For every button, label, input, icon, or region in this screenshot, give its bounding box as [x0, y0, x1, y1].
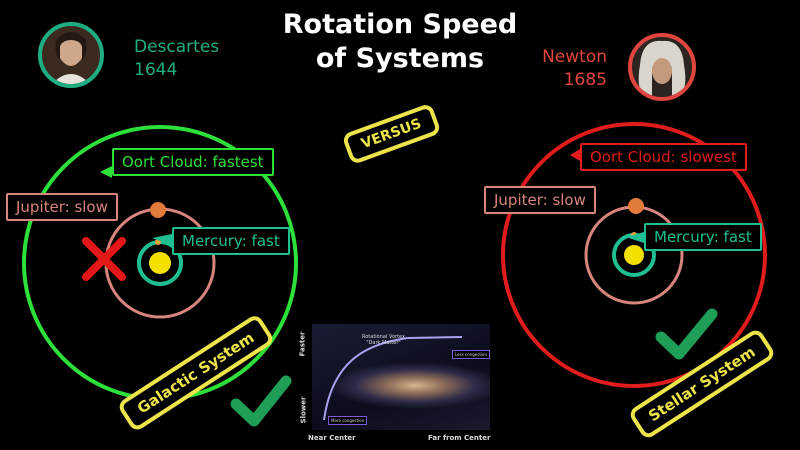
- descartes-label: Descartes 1644: [134, 36, 219, 82]
- right-mercury-label: Mercury: fast: [644, 223, 762, 251]
- x-axis-left-label: Near Center: [308, 434, 356, 442]
- rotation-curve-inset: Rotational Vortex "Dark Matter" Less con…: [294, 318, 504, 446]
- right-checkmark-icon: [655, 308, 718, 360]
- title-line-1: Rotation Speed: [282, 9, 518, 40]
- descartes-year: 1644: [134, 60, 178, 80]
- right-sun-icon: [624, 245, 644, 265]
- page-title: Rotation Speed of Systems: [230, 8, 570, 76]
- rotation-curve-label-line-2: "Dark Matter": [366, 340, 401, 346]
- y-axis-top-label: Faster: [298, 331, 307, 357]
- newton-portrait-icon: [628, 33, 696, 101]
- left-mercury-label: Mercury: fast: [172, 227, 290, 255]
- right-jupiter-label: Jupiter: slow: [484, 186, 596, 214]
- right-jupiter-icon: [628, 198, 644, 214]
- newton-year: 1685: [563, 70, 607, 90]
- descartes-portrait-icon: [38, 22, 104, 88]
- left-oort-label: Oort Cloud: fastest: [112, 148, 274, 176]
- left-checkmark-icon: [230, 375, 292, 427]
- newton-name: Newton: [542, 47, 607, 67]
- left-jupiter-label: Jupiter: slow: [6, 193, 118, 221]
- left-sun-icon: [149, 252, 171, 274]
- title-line-2: of Systems: [315, 43, 485, 74]
- right-oort-orbit: [501, 122, 767, 388]
- newton-label: Newton 1685: [527, 46, 607, 92]
- right-oort-label: Oort Cloud: slowest: [580, 143, 747, 171]
- more-congestion-box: More congestion: [328, 416, 368, 425]
- less-congestion-box: Less congestion: [452, 350, 490, 359]
- galaxy-image: Rotational Vortex "Dark Matter" Less con…: [312, 324, 490, 430]
- descartes-name: Descartes: [134, 37, 220, 57]
- rotation-curve-label-line-1: Rotational Vortex: [362, 334, 406, 340]
- cross-icon: [82, 237, 126, 281]
- rotation-curve-label: Rotational Vortex "Dark Matter": [362, 334, 405, 346]
- y-axis-bottom-label: Slower: [299, 396, 308, 424]
- left-jupiter-icon: [150, 202, 166, 218]
- x-axis-right-label: Far from Center: [428, 434, 491, 442]
